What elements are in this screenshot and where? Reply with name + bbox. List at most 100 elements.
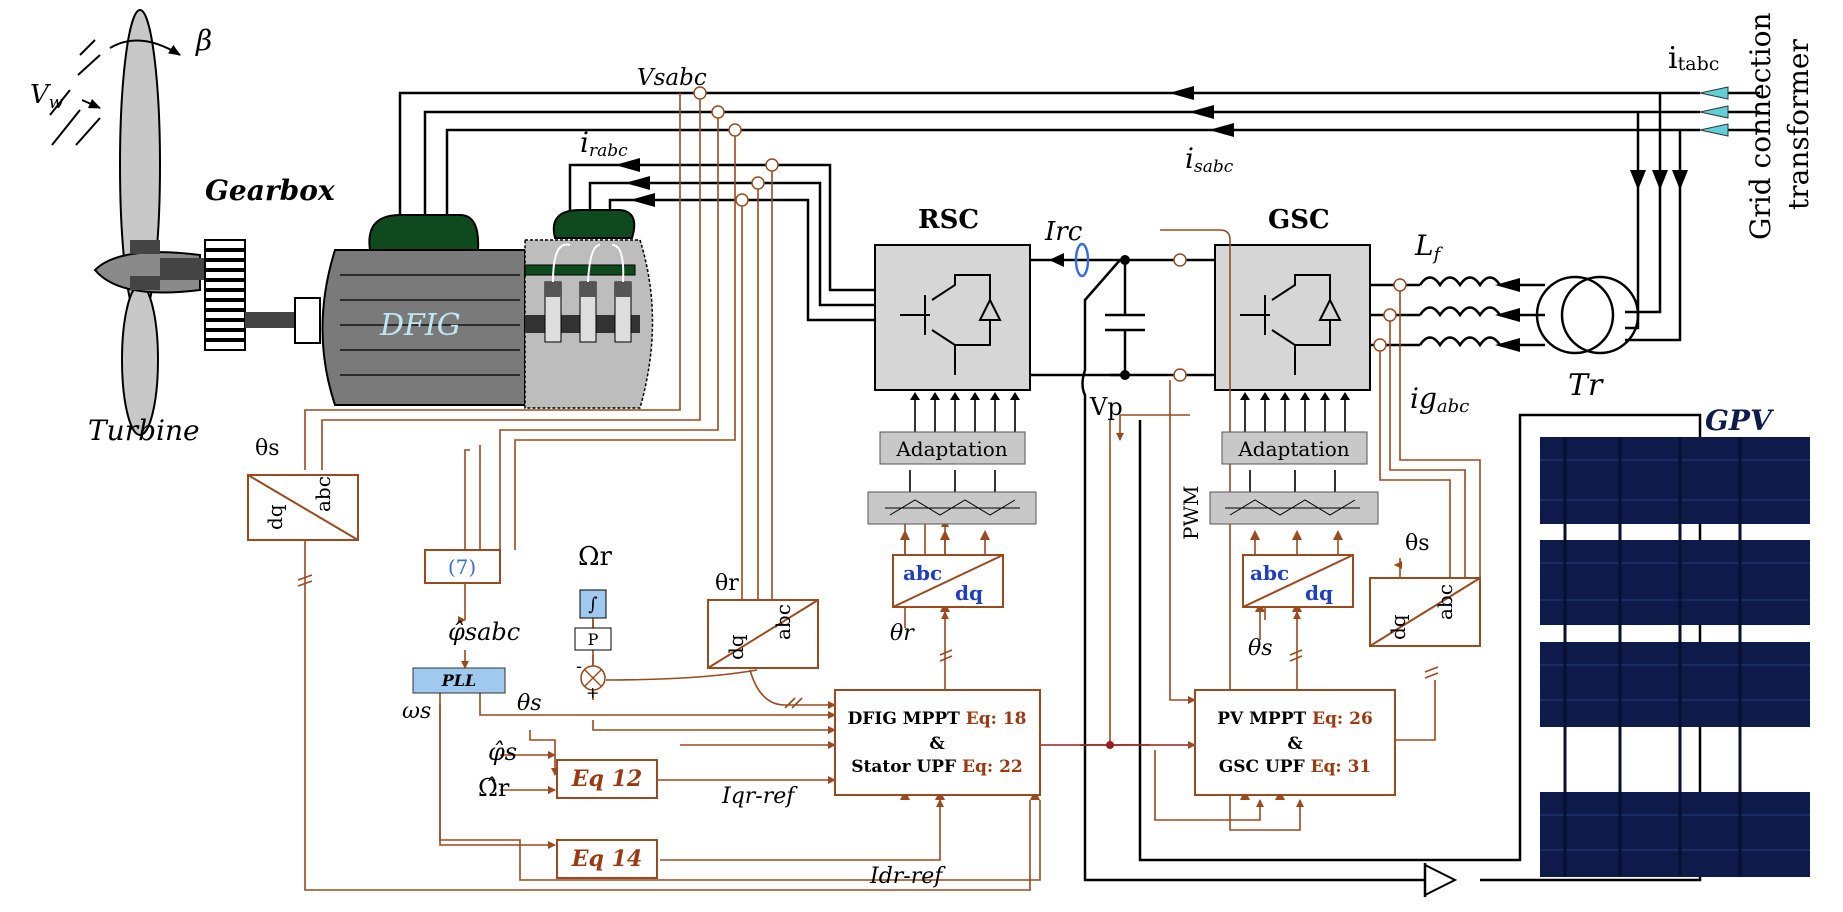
iqr-ref-label: Iqr-ref (721, 784, 798, 809)
itabc-label: itabc (1668, 41, 1719, 76)
pv-mppt-block (1194, 689, 1396, 796)
eq14-label: Eq 14 (571, 846, 642, 872)
mppt-link-node (1106, 741, 1114, 749)
rsc-dq-label: dq (955, 581, 983, 605)
gsc-abc-label: abc (1250, 561, 1289, 585)
diode-icon (1423, 863, 1458, 897)
gsc-adaptation-block (1221, 431, 1368, 465)
grid-connection-label: Grid connection (1744, 13, 1777, 241)
vp-label: Vp (1089, 393, 1123, 421)
sensor-taps (693, 86, 1407, 382)
gsc-abc-dq-block (1242, 554, 1354, 608)
bus-slashes (297, 574, 1439, 709)
dc-node-top (1120, 255, 1130, 265)
pv-mppt-line2: & (1287, 734, 1303, 754)
summation-icon (580, 665, 606, 691)
theta-s-right-label: θs (1405, 531, 1430, 556)
lf-label: Lf (1414, 229, 1444, 265)
rsc-converter (874, 244, 1031, 391)
phi-s-label: φ̂s (488, 738, 517, 766)
irabc-label: irabc (580, 126, 628, 161)
rsc-adaptation-block (879, 431, 1026, 465)
grid-dq-abc-block (1369, 577, 1481, 647)
dfig-label: DFIG (379, 308, 461, 343)
gpv-label: GPV (1705, 404, 1775, 437)
theta-r-out-label: θr (890, 621, 915, 646)
isabc-label: isabc (1185, 142, 1234, 177)
omega-r-hat-label: Ω̂r (478, 774, 510, 802)
pitch-angle-label: β (195, 24, 212, 57)
vsabc-label: Vsabc (637, 65, 707, 91)
omega-s-label: ωs (402, 699, 431, 724)
filter-arrows (1495, 278, 1520, 352)
rotor-arrows (615, 158, 655, 207)
transformer-icon (1535, 275, 1640, 355)
pwm-label: PWM (1179, 486, 1203, 541)
dfig-mppt-block (834, 689, 1041, 796)
dfig-machine (294, 209, 654, 409)
theta-s-top-label: θs (255, 436, 280, 461)
pll-label: PLL (441, 671, 477, 690)
grid-transformer-label: transformer (1782, 39, 1815, 210)
dc-node-bottom (1120, 370, 1130, 380)
rotor-power-lines (568, 163, 875, 322)
idr-ref-label: Idr-ref (869, 864, 946, 889)
pll-block (412, 667, 506, 694)
gsc-adaptation-label: Adaptation (1237, 437, 1349, 461)
pv-mppt-line3: GSC UPF Eq: 31 (1219, 757, 1372, 777)
theta-r-in-label: θr (715, 571, 739, 596)
stator-dq-abc-block (247, 474, 359, 541)
wind-turbine (49, 9, 205, 436)
rotor-abc-label: abc (771, 604, 795, 640)
grid-dq-label: dq (1386, 614, 1410, 640)
irc-arrow (1049, 253, 1064, 267)
igabc-label: igabc (1410, 382, 1469, 417)
sum-plus-label: + (586, 683, 599, 702)
rotor-dq-label: dq (724, 634, 748, 660)
gsc-dq-label: dq (1305, 581, 1333, 605)
theta-s-pll-label: θs (517, 691, 542, 716)
rsc-abc-label: abc (903, 561, 942, 585)
pv-array (1540, 437, 1810, 877)
sum-minus-label: - (576, 656, 582, 677)
stator-dq-label: dq (263, 504, 287, 530)
dfig-mppt-line1: DFIG MPPT Eq: 18 (848, 709, 1027, 729)
integrator-label: ∫ (588, 594, 598, 615)
rsc-adaptation-label: Adaptation (895, 437, 1007, 461)
stator-abc-label: abc (311, 476, 335, 512)
gsc-label: GSC (1268, 205, 1330, 235)
tr-label: Tr (1568, 368, 1604, 403)
turbine-label: Turbine (88, 414, 200, 447)
rotor-dq-abc-block (707, 599, 819, 669)
eq14-block (556, 839, 658, 879)
grid-sensor-tips (1699, 86, 1729, 137)
dfig-mppt-line3: Stator UPF Eq: 22 (851, 757, 1023, 777)
gearbox-label: Gearbox (205, 174, 335, 207)
up-arrowheads (910, 392, 1350, 400)
eq12-label: Eq 12 (571, 766, 642, 792)
filter-inductors (1418, 276, 1502, 348)
gsc-converter (1214, 244, 1371, 391)
dfig-mppt-line2: & (929, 734, 945, 754)
pole-pair-block (574, 627, 612, 651)
gsc-pwm-block (1209, 491, 1379, 525)
phi-sabc-label: φ̂sabc (448, 618, 520, 646)
theta-s-gsc-label: θs (1248, 636, 1273, 661)
eq12-block (556, 759, 658, 799)
rsc-abc-dq-block (892, 554, 1004, 608)
irc-probe (1074, 242, 1090, 278)
grid-abc-label: abc (1433, 584, 1457, 620)
pv-mppt-line1: PV MPPT Eq: 26 (1217, 709, 1373, 729)
pole-pair-label: P (588, 630, 599, 649)
equation-7-block (424, 549, 501, 584)
irc-label: Irc (1044, 217, 1083, 247)
power-arrows (1169, 86, 1688, 190)
integrator-block (579, 589, 607, 619)
rsc-pwm-block (867, 491, 1037, 525)
wind-speed-label: Vw (30, 80, 64, 113)
rsc-label: RSC (918, 205, 979, 235)
omega-r-label: Ωr (578, 542, 613, 572)
equation-7-label: (7) (448, 555, 476, 579)
